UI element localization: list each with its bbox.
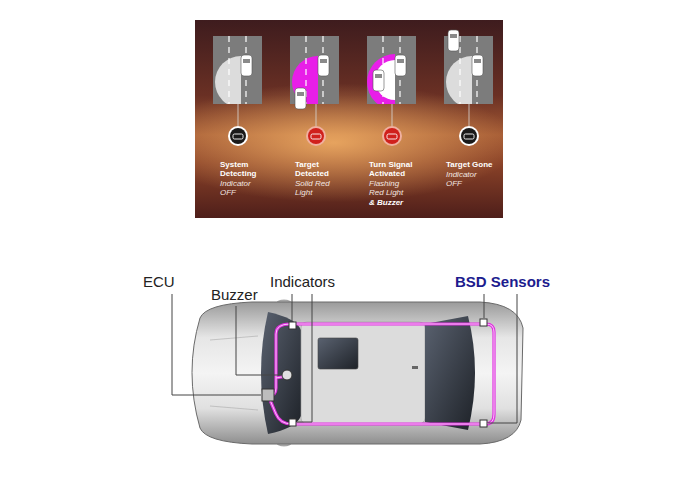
part-label: Indicators [270, 273, 335, 290]
leader-line [172, 294, 517, 423]
indicator-icon [382, 104, 402, 146]
indicator-symbol [289, 419, 296, 426]
state-detail: Indicator OFF [220, 179, 268, 197]
ecu-box [262, 389, 274, 401]
state-heading: Target Detected [295, 160, 343, 178]
buzzer-symbol [282, 370, 292, 380]
indicator-symbol [289, 322, 296, 329]
indicator-icon [228, 104, 248, 146]
sensor-symbol [480, 319, 487, 326]
state-detail: Solid Red Light [295, 179, 341, 197]
road-scene [290, 36, 339, 109]
state-heading: Turn Signal Activated [369, 160, 417, 178]
part-label: ECU [143, 273, 175, 290]
road-scene [213, 36, 262, 108]
sensor-symbol [480, 420, 487, 427]
wiring-harness [268, 324, 494, 424]
indicator-icon [306, 104, 326, 146]
road-scene [367, 36, 416, 110]
state-detail: & Buzzer [369, 198, 417, 207]
state-heading: System Detecting [220, 160, 268, 178]
part-label: Buzzer [211, 286, 258, 303]
road-scene [444, 30, 493, 108]
indicator-icon [459, 104, 479, 146]
car-illustration [192, 300, 523, 446]
state-detail: Indicator OFF [446, 170, 494, 188]
part-label: BSD Sensors [455, 273, 550, 290]
state-heading: Target Gone [446, 160, 494, 169]
state-detail: Flashing Red Light [369, 179, 413, 197]
